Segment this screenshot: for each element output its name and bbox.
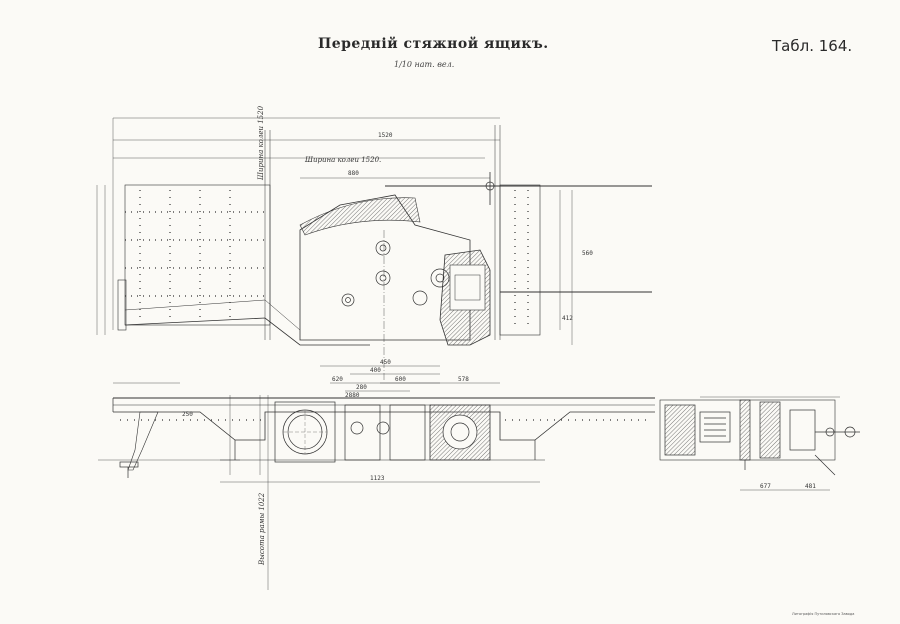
dim-600: 600 [395,376,406,383]
vert-note-upper: Ширина колеи 1520 [257,105,265,181]
dim-560: 560 [582,250,593,257]
dim-450: 450 [380,359,391,366]
dim-677: 677 [760,483,771,490]
dim-1520: 1520 [378,132,393,139]
plan-view [96,117,652,380]
track-note: Ширина колеи 1520. [304,156,381,164]
vert-note-lower: Высота рамы 1022 [258,492,266,566]
dim-578: 578 [458,376,469,383]
dim-280: 280 [356,384,367,391]
section-view [659,396,860,491]
dim-880: 880 [348,170,359,177]
dim-620: 620 [332,376,343,383]
dim-1123: 1123 [370,475,385,482]
elevation-view [98,395,655,590]
dim-250: 250 [182,411,193,418]
dim-400: 400 [370,367,381,374]
middle-dimensions [113,365,500,392]
plate-number: Табл. 164. [772,37,853,55]
dim-481: 481 [805,483,816,490]
dim-412: 412 [562,315,573,322]
printer-mark: Литографія Путиловскаго Завода [792,612,855,616]
scale-note: 1/10 нат. вел. [394,60,455,69]
sheet-title: Передній стяжной ящикъ. [318,36,549,52]
dim-2880: 2880 [345,392,360,399]
